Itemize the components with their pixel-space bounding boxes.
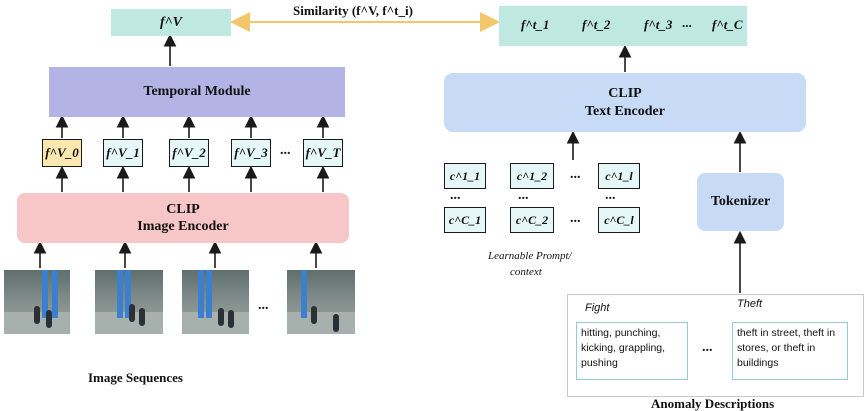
- prompt-vertical-dots: ...: [518, 188, 529, 203]
- video-feature-box: f^V: [111, 9, 231, 36]
- prompt-row-ellipsis: ...: [570, 167, 581, 182]
- image-encoder-line1: CLIP: [166, 202, 200, 217]
- tokenizer: Tokenizer: [697, 173, 784, 231]
- prompt-token-label: c^1_l: [605, 168, 633, 183]
- prompt-caption-line2: context: [510, 266, 542, 278]
- prompt-token-label: c^1_1: [449, 168, 481, 183]
- similarity-label: Similarity (f^V, f^t_i): [290, 3, 416, 19]
- prompt-caption-line1: Learnable Prompt/: [488, 250, 572, 262]
- prompt-token: c^C_2: [510, 207, 554, 233]
- prompt-vertical-dots: ...: [605, 188, 616, 203]
- text-encoder-line1: CLIP: [608, 85, 642, 101]
- frame-feature-label: f^V_3: [234, 145, 268, 160]
- prompt-token: c^1_2: [510, 163, 554, 189]
- image-sequences-caption: Image Sequences: [88, 370, 183, 385]
- frame-feature-3: f^V_3: [231, 139, 271, 167]
- text-feature-C: f^t_C: [712, 17, 743, 32]
- prompt-token: c^C_1: [444, 207, 486, 233]
- clip-text-encoder: CLIP Text Encoder: [444, 73, 806, 132]
- prompt-vertical-dots: ...: [450, 188, 461, 203]
- prompt-token-label: c^C_1: [448, 212, 482, 227]
- prompt-token: c^1_1: [444, 163, 486, 189]
- text-feature-1: f^t_1: [521, 17, 550, 32]
- frame-feature-label: f^V_0: [45, 145, 79, 160]
- text-encoder-line2: Text Encoder: [585, 103, 665, 119]
- fight-label: Fight: [585, 302, 610, 314]
- prompt-token-label: c^1_2: [516, 168, 548, 183]
- anomaly-descriptions-caption: Anomaly Descriptions: [651, 396, 775, 411]
- text-feature-strip: [499, 6, 747, 46]
- frame-feature-label: f^V_2: [172, 145, 206, 160]
- feature-ellipsis: ...: [280, 143, 291, 158]
- text-feature-ellipsis: ...: [682, 15, 692, 30]
- video-frame-3: [182, 270, 249, 334]
- prompt-token-label: c^C_l: [604, 212, 634, 227]
- frame-feature-2: f^V_2: [169, 139, 209, 167]
- video-frame-1: [4, 270, 70, 334]
- frame-feature-0: f^V_0: [42, 139, 82, 167]
- theft-description: theft in street, theft in stores, or the…: [732, 322, 848, 380]
- temporal-module-label: Temporal Module: [143, 84, 251, 99]
- frame-feature-label: f^V_1: [106, 145, 140, 160]
- video-frame-2: [95, 270, 163, 334]
- fight-description: hitting, punching, kicking, grappling, p…: [576, 322, 688, 380]
- prompt-row-ellipsis: ...: [570, 211, 581, 226]
- prompt-token: c^C_l: [598, 207, 640, 233]
- description-ellipsis: ...: [702, 340, 713, 355]
- prompt-token: c^1_l: [598, 163, 640, 189]
- tokenizer-label: Tokenizer: [710, 194, 771, 209]
- video-frame-T: [287, 270, 355, 334]
- text-feature-2: f^t_2: [582, 17, 611, 32]
- text-feature-3: f^t_3: [644, 17, 673, 32]
- frame-feature-T: f^V_T: [303, 139, 343, 167]
- clip-image-encoder: CLIP Image Encoder: [17, 193, 349, 243]
- prompt-token-label: c^C_2: [515, 212, 549, 227]
- frame-feature-label: f^V_T: [305, 145, 341, 160]
- frame-ellipsis: ...: [258, 298, 269, 313]
- video-feature-label: f^V: [160, 14, 182, 30]
- image-encoder-line2: Image Encoder: [137, 219, 229, 234]
- theft-label: Theft: [737, 298, 763, 310]
- temporal-module: Temporal Module: [49, 67, 345, 117]
- frame-feature-1: f^V_1: [103, 139, 143, 167]
